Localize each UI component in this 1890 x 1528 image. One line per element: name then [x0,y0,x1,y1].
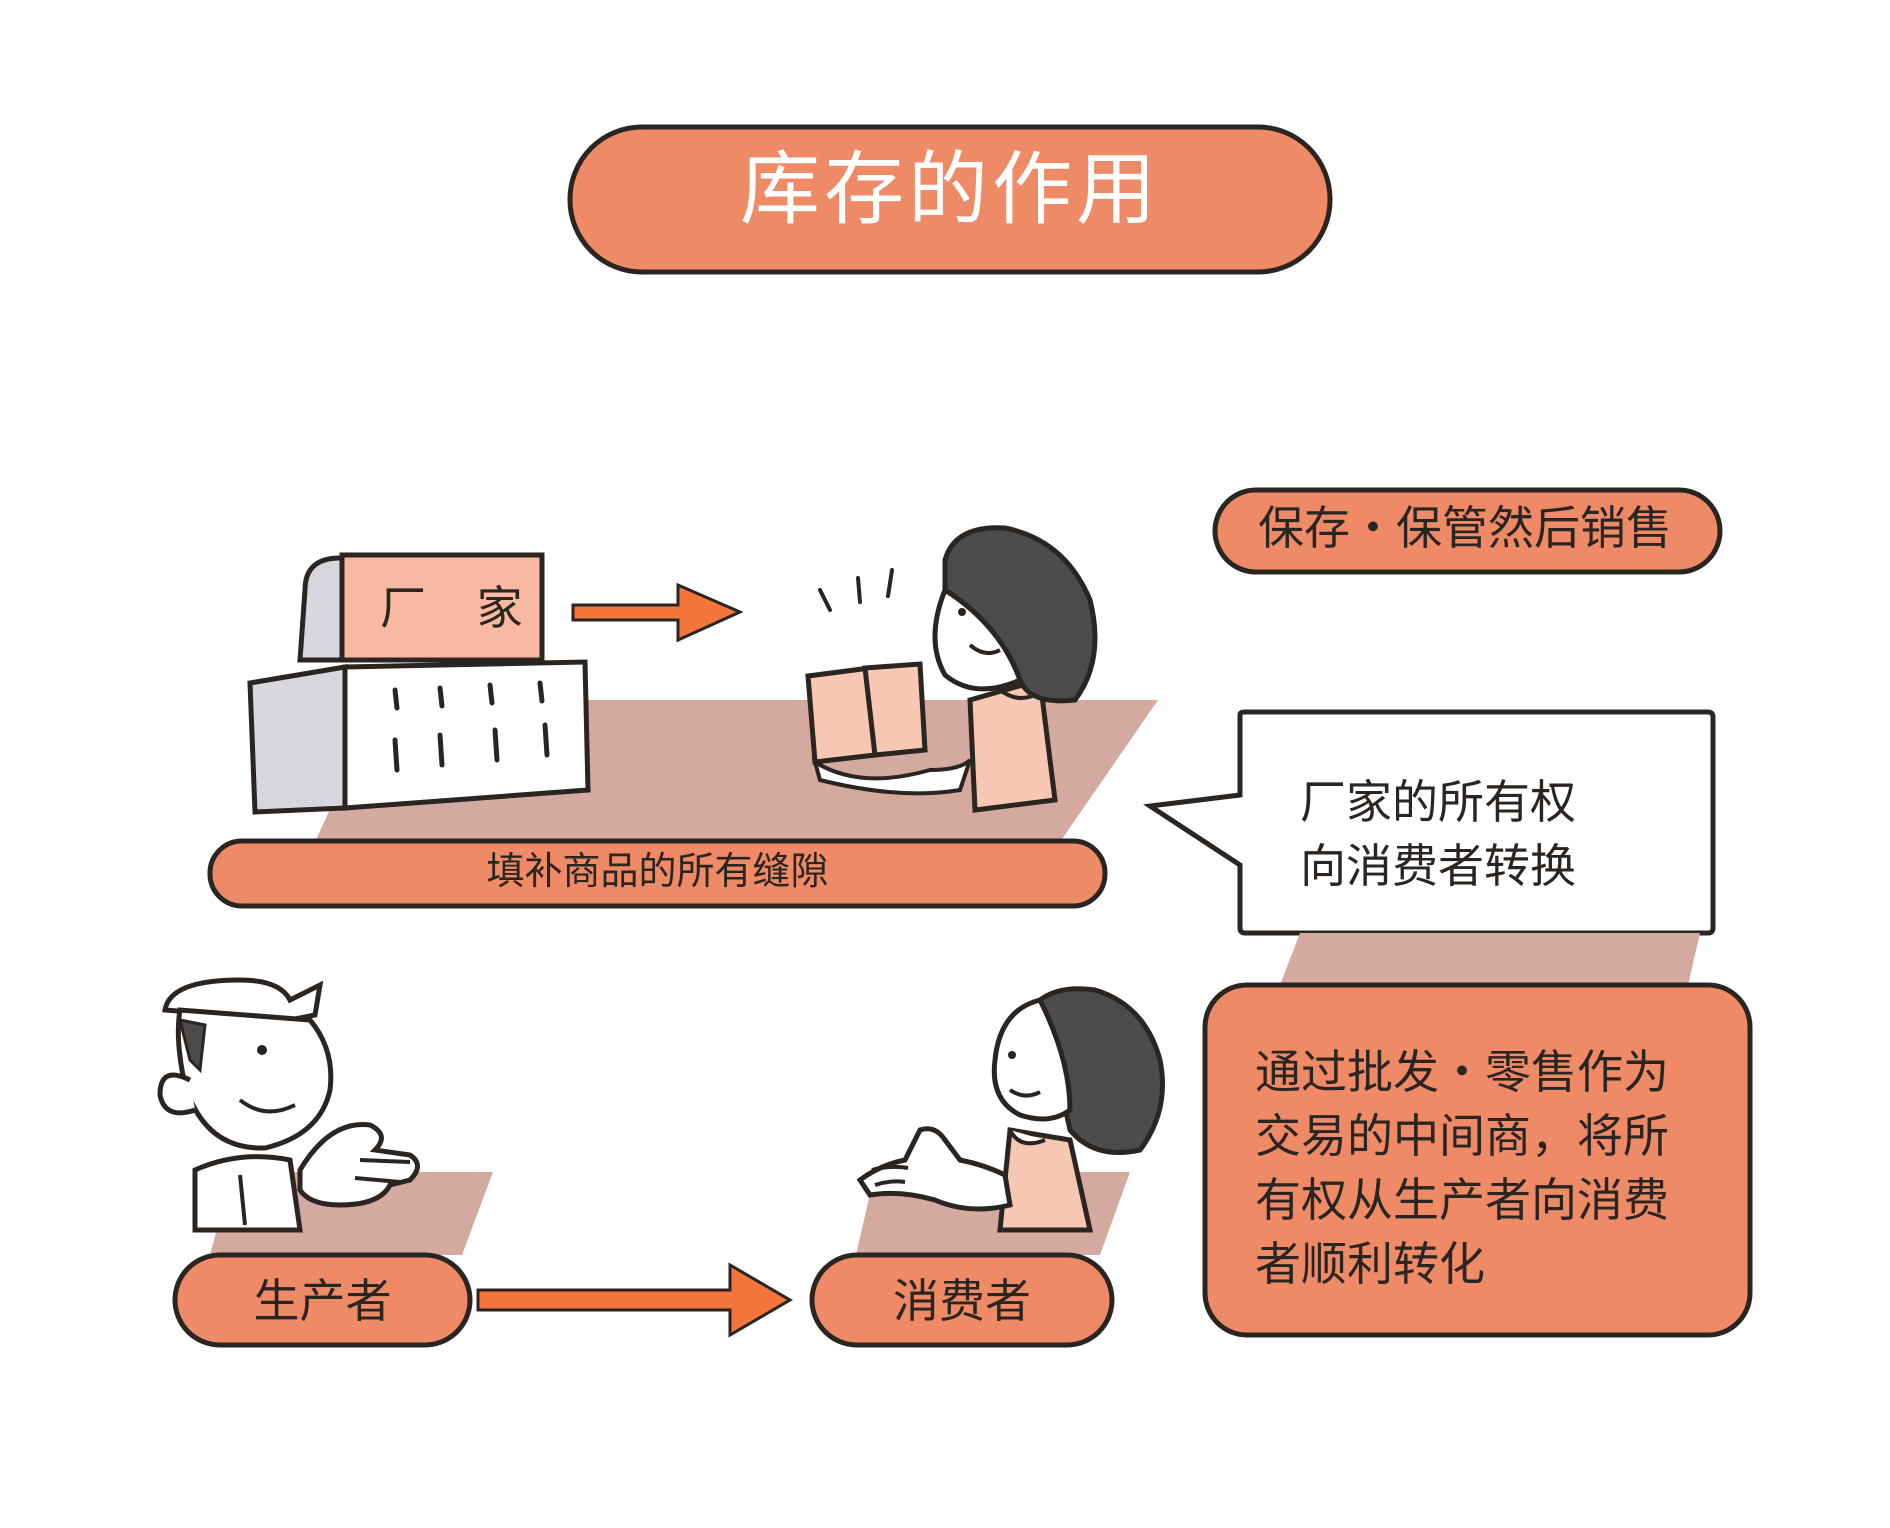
connector-platform [1280,933,1700,985]
page-title: 库存的作用 [740,143,1160,236]
consumer-woman-icon [856,986,1165,1233]
description-label: 通过批发・零售作为 交易的中间商，将所 有权从生产者向消费 者顺利转化 [1255,1045,1669,1291]
description-box [1202,982,1753,1338]
factory-building-icon [247,552,591,815]
woman-top-icon [805,525,1098,813]
fill-gaps-label: 填补商品的所有缝隙 [486,849,829,893]
speech-bubble [1142,709,1716,936]
storage-pill [1212,487,1723,575]
manufacturer-label: 厂 家 [380,581,541,635]
ownership-label: 厂家的所有权 向消费者转换 [1300,775,1576,893]
title-pill [567,124,1333,275]
consumer-pill [809,1252,1115,1348]
producer-consumer-arrow [476,1262,793,1338]
factory-arrow [571,582,744,643]
producer-pill [172,1252,473,1348]
fill-gaps-pill [207,838,1108,909]
storage-label: 保存・保管然后销售 [1258,501,1672,555]
producer-man-icon [157,977,420,1233]
producer-label: 生产者 [253,1274,392,1328]
consumer-label: 消费者 [893,1274,1031,1328]
